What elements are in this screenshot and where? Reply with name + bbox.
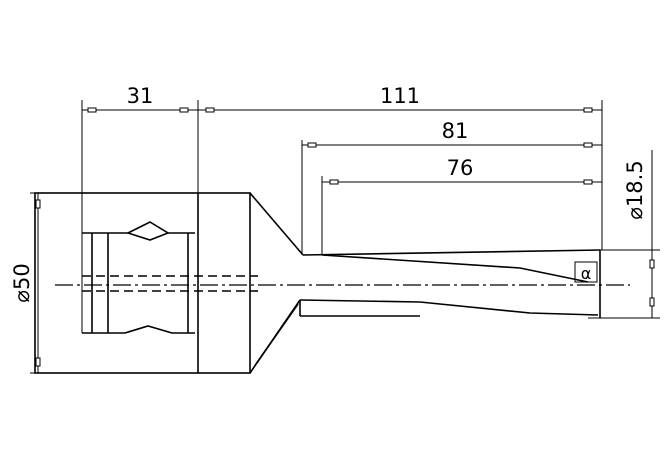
dim-76: 76	[447, 156, 474, 180]
dim-diameter-50: ⌀50	[10, 263, 34, 302]
extension-lines	[30, 100, 660, 374]
body-outline	[34, 192, 258, 374]
dimension-lines	[35, 107, 655, 373]
dim-81: 81	[442, 119, 469, 143]
dim-31: 31	[127, 84, 154, 108]
dim-111: 111	[380, 84, 420, 108]
tip-angle-symbol: α	[581, 264, 592, 283]
taper-shank	[249, 192, 601, 374]
dim-diameter-18-5: ⌀18.5	[623, 160, 647, 219]
